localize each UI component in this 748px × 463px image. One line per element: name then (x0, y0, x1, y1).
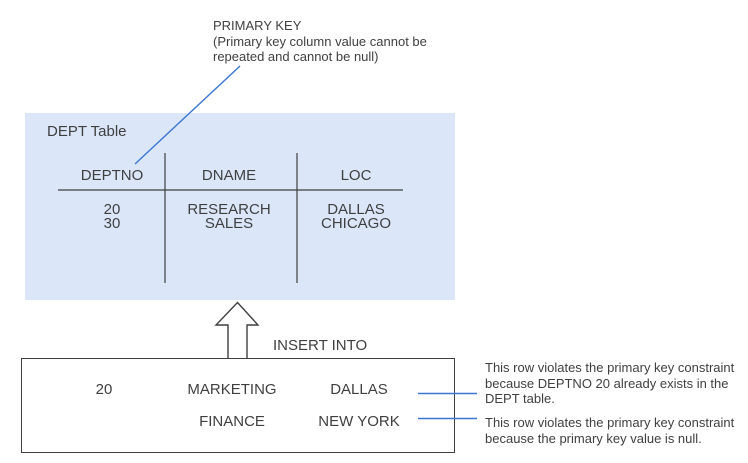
table-cell: 30 (103, 215, 121, 232)
table-cell: 20 (103, 201, 121, 218)
column-header-deptno: DEPTNO (80, 167, 144, 184)
table-cell: MARKETING (187, 381, 277, 398)
table-cell: CHICAGO (320, 215, 391, 232)
table-cell: DALLAS (330, 381, 388, 398)
column-header-loc: LOC (340, 167, 372, 184)
table-cell: SALES (204, 215, 254, 232)
table-cell: DALLAS (327, 201, 385, 218)
insert-arrow-icon (214, 301, 260, 358)
dept-table-title: DEPT Table (47, 123, 127, 140)
primary-key-note: PRIMARY KEY (Primary key column value ca… (213, 18, 427, 64)
table-cell: 20 (95, 381, 113, 398)
violation-note-duplicate: This row violates the primary key constr… (485, 360, 735, 406)
table-cell: RESEARCH (187, 201, 271, 218)
table-cell: FINANCE (199, 413, 265, 430)
insert-into-label: INSERT INTO (273, 337, 368, 354)
violation-note-null: This row violates the primary key constr… (485, 415, 735, 446)
column-header-dname: DNAME (201, 167, 257, 184)
table-cell: NEW YORK (318, 413, 400, 430)
insert-rows-panel (21, 358, 455, 453)
